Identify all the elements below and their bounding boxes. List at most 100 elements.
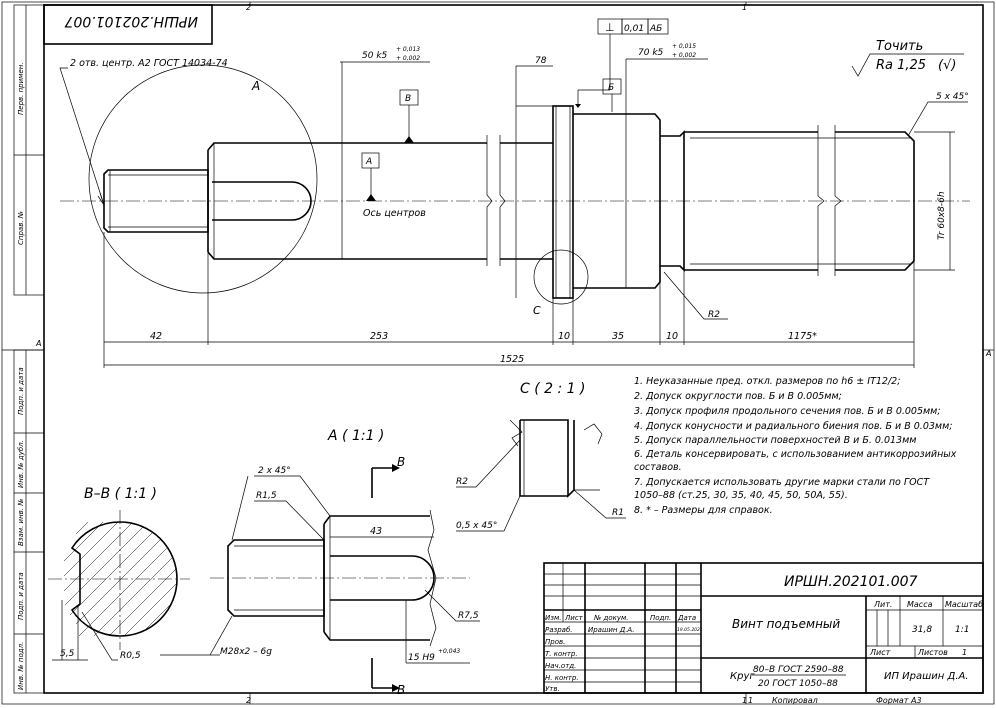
left-side-table: Перв. примен. Справ. № Подп. и дата Инв.…	[13, 4, 45, 694]
tb-razrab-name: Ирашин Д.А.	[588, 626, 634, 634]
note-6: 6. Деталь консервировать, с использовани…	[634, 449, 957, 460]
detail-chamfer: 0,5 x 45°	[456, 521, 497, 531]
cut-b-top: В	[397, 455, 405, 469]
surface-note: Точить	[876, 39, 923, 54]
tb-col-doc: № докум.	[593, 614, 629, 622]
view-a-circle	[88, 64, 318, 294]
tb-material-prefix: Круг	[730, 671, 755, 682]
tb-mass-h: Масса	[907, 600, 933, 609]
note-1: 1. Неуказанные пред. откл. размеров по h…	[634, 376, 900, 387]
view-a-43: 43	[370, 526, 382, 537]
tb-col-list: Лист	[564, 614, 584, 622]
tb-lit: Лит.	[873, 600, 892, 609]
detail-c-title: С ( 2 : 1 )	[520, 381, 585, 397]
zone-number: 1	[742, 696, 747, 705]
tb-sheets-count: 1	[962, 648, 967, 657]
dim-78: 78	[535, 56, 547, 66]
main-view	[60, 64, 970, 305]
detail-c-view: С ( 2 : 1 ) R2 R1 0,5 x 45°	[456, 381, 626, 532]
detail-r1: R1	[612, 508, 624, 518]
zone-number: 2	[246, 3, 251, 12]
view-a: А ( 1:1 ) В В 2 x 45° R1,5 43 R7,5 M28x2…	[160, 428, 480, 697]
tb-col-izm: Изм.	[545, 614, 561, 622]
side-label: Взам. инв. №	[17, 498, 25, 546]
view-a-r75: R7,5	[458, 611, 479, 621]
section-bb: В–В ( 1:1 ) 5,5 R0,5	[48, 486, 190, 661]
main-annotations: 2 отв. центр. А2 ГОСТ 14034-74 А 50 k5 +…	[59, 18, 969, 368]
detail-c-circle	[533, 249, 589, 305]
tb-scale-h: Масштаб	[945, 600, 983, 609]
zone-number: 2	[246, 696, 251, 705]
fit-50: 50 k5	[362, 51, 388, 61]
tolerance-value: 0,01	[624, 24, 644, 34]
tb-row-prov: Пров.	[545, 638, 565, 646]
title-block: ИРШН.202101.007 Винт подъемный Круг 80–В…	[543, 562, 984, 705]
datum-a-box	[361, 152, 380, 169]
dim-1525: 1525	[500, 354, 524, 365]
tb-sheets: Листов	[917, 648, 948, 657]
view-a-marker: А	[251, 79, 260, 93]
view-a-r15: R1,5	[256, 491, 277, 501]
datum-b: В	[405, 94, 411, 104]
tb-row-nachotd: Нач.отд.	[545, 662, 576, 670]
technical-notes: 1. Неуказанные пред. откл. размеров по h…	[634, 376, 957, 516]
inner-frame	[43, 4, 984, 694]
dim-10b: 10	[666, 331, 678, 342]
section-bb-title: В–В ( 1:1 )	[84, 486, 157, 502]
tb-sheet: Лист	[869, 648, 891, 657]
side-label: Перв. примен.	[17, 62, 25, 115]
detail-c-marker: С	[533, 304, 541, 317]
dim-10a: 10	[558, 331, 570, 342]
zone-letter: A	[985, 349, 991, 358]
side-label: Инв. № дубл.	[17, 440, 25, 488]
dim-253: 253	[370, 331, 388, 342]
view-a-chamfer: 2 x 45°	[258, 466, 291, 476]
tb-material-top: 80–В ГОСТ 2590–88	[753, 665, 844, 675]
note-8: 8. * – Размеры для справок.	[634, 505, 773, 516]
bb-radius: R0,5	[120, 651, 141, 661]
tb-row-razrab: Разраб.	[545, 626, 573, 634]
tb-scale: 1:1	[955, 625, 969, 635]
tb-col-date: Дата	[677, 614, 696, 622]
note-4: 4. Допуск конусности и радиального биени…	[634, 421, 952, 432]
detail-r2: R2	[456, 477, 468, 487]
note-7-cont: 1050–88 (ст.25, 30, 35, 40, 45, 50, 50А,…	[634, 490, 848, 501]
tolerance-ref: АБ	[649, 24, 662, 34]
note-3: 3. Допуск профиля продольного сечения по…	[634, 406, 941, 417]
note-2: 2. Допуск округлости пов. Б и В 0.005мм;	[634, 391, 842, 402]
roughness: Ra 1,25	[876, 58, 926, 73]
dim-1175: 1175*	[788, 331, 817, 342]
fit-50-lower: + 0,002	[396, 55, 420, 62]
tb-mass: 31,8	[912, 625, 932, 635]
axis-label: Ось центров	[363, 208, 426, 219]
tb-copied: Копировал	[772, 696, 818, 705]
side-label: Подп. и дата	[17, 367, 25, 415]
note-6-cont: составов.	[634, 462, 682, 473]
tb-col-sign: Подп.	[650, 614, 671, 622]
tb-bottom-1: 1	[748, 696, 753, 705]
side-label: Инв. № подл.	[17, 642, 25, 690]
tb-material-bottom: 20 ГОСТ 1050–88	[758, 679, 838, 689]
tb-razrab-date: 19.05.2021	[677, 627, 703, 633]
view-a-thread: M28x2 – 6g	[220, 647, 272, 657]
fit-50-upper: + 0,013	[396, 46, 420, 53]
center-holes-note: 2 отв. центр. А2 ГОСТ 14034-74	[70, 58, 228, 69]
side-label: Подп. и дата	[17, 572, 25, 620]
tb-name: Винт подъемный	[732, 617, 840, 631]
zone-letter: A	[35, 339, 41, 348]
tb-format: Формат А3	[876, 696, 922, 705]
side-label: Справ. №	[17, 211, 25, 245]
dim-35: 35	[612, 331, 624, 342]
view-a-title: А ( 1:1 )	[327, 428, 384, 444]
radius-r2: R2	[708, 310, 720, 320]
tb-row-utv: Утв.	[545, 685, 560, 693]
rotated-stamp: ИРШН.202101.007	[64, 13, 198, 29]
zone-number: 1	[742, 3, 747, 12]
tb-designation: ИРШН.202101.007	[784, 574, 918, 590]
view-a-fit15-tol: +0,043	[438, 648, 460, 655]
dim-5-5: 5,5	[60, 649, 75, 659]
tb-row-nkontr: Н. контр.	[545, 674, 579, 682]
roughness-suffix: (√)	[938, 58, 956, 73]
